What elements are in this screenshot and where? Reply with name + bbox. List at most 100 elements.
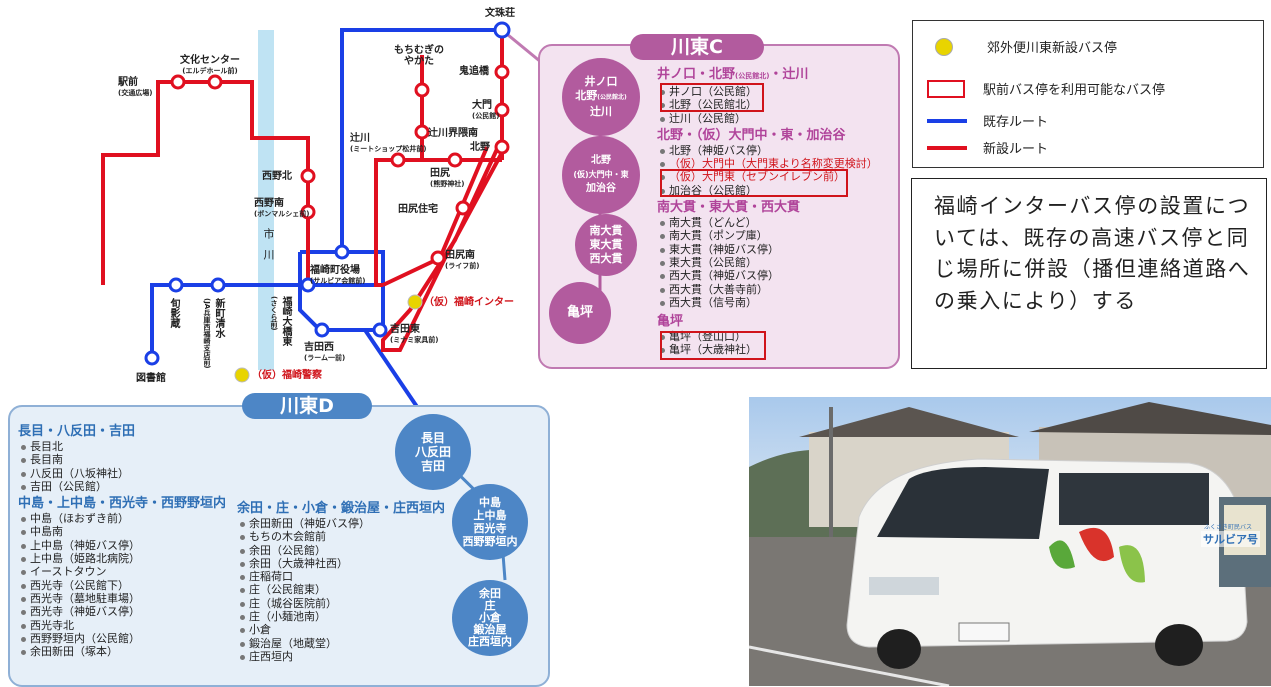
label-tajiri-minami: 田尻南(ライフ前): [445, 250, 479, 272]
list-item: 東大貫（公民館）: [657, 256, 878, 269]
label-yoshidahigashi: 吉田東(ミナミ家具前): [390, 324, 438, 346]
label-yoshidahigashi-main: 吉田東: [390, 324, 420, 335]
label-tajiri-sub: (熊野神社): [430, 180, 465, 188]
label-keisatsu: （仮）福崎警察: [252, 370, 322, 381]
list-item: 吉田（公民館）: [18, 480, 226, 493]
label-daimon-main: 大門: [472, 100, 492, 111]
circle-d2-a: 中島: [479, 496, 501, 509]
stop-marker: [447, 152, 463, 168]
list-item: 西光寺（墓地駐車場）: [18, 592, 226, 605]
red-box-icon: [927, 79, 965, 98]
list-item: 亀坪（登山口）: [657, 330, 878, 343]
stop-marker: [494, 139, 510, 155]
label-ekimae-main: 駅前: [118, 77, 138, 88]
group-c1-heading-tail: ・辻川: [769, 67, 809, 82]
circle-d2-b: 上中島: [473, 509, 507, 522]
list-item: 西大貫（信号南）: [657, 296, 878, 309]
label-yakuba-main: 福崎町役場: [310, 265, 360, 276]
label-fukusaki-ohashi-sub: (さくら前): [270, 296, 278, 331]
legend-new-route: 新設ルート: [927, 138, 1048, 157]
label-kitano: 北野: [470, 142, 490, 153]
highlight-box: [660, 331, 766, 360]
new-stop-marker: [234, 367, 250, 383]
label-yakuba: 福崎町役場(サルビア会館前): [310, 265, 365, 287]
circle-d3: 余田 庄 小倉 鍛治屋 庄西垣内: [452, 580, 528, 656]
river-label: 市川: [262, 228, 275, 270]
bus-photo: ふくさき町民バス サルビア号: [749, 397, 1271, 686]
circle-d1-b: 八反田: [414, 445, 451, 459]
list-item: イーストタウン: [18, 565, 226, 578]
group-c2-heading: 北野・（仮）大門中・東・加治谷: [657, 127, 846, 143]
circle-c4-a: 亀坪: [566, 305, 593, 320]
label-tsujikawa: 辻川(ミートショップ松井前): [350, 133, 426, 155]
list-item: 八反田（八坂神社）: [18, 467, 226, 480]
label-ekimae: 駅前(交通広場): [118, 77, 152, 99]
circle-d3-d: 鍛治屋: [473, 623, 507, 636]
legend-new-stop-label: 郊外便川東新設バス停: [987, 41, 1118, 56]
bus-headlight: [869, 577, 939, 595]
list-item: 西大貫（大善寺前）: [657, 283, 878, 296]
label-yakuba-sub: (サルビア会館前): [310, 277, 366, 285]
stop-marker: [334, 244, 350, 260]
stop-marker: [300, 204, 316, 220]
note-box: 福崎インターバス停の設置については、既存の高速バス停と同じ場所に併設（播但連絡道…: [911, 178, 1267, 369]
circle-d3-e: 庄西垣内: [468, 635, 512, 648]
list-item: 余田新田（神姫バス停）: [237, 517, 445, 530]
group-d2-heading: 中島・上中島・西光寺・西野野垣内: [18, 496, 227, 512]
label-bunka-center: 文化センター(エルデホール前): [180, 55, 240, 77]
list-item: 南大貫（ポンプ庫）: [657, 229, 878, 242]
bus-windshield: [877, 467, 1049, 539]
yellow-dot-icon: [935, 37, 953, 56]
label-tsujikawa-main: 辻川: [350, 133, 370, 144]
list-item: 井ノ口（公民館）: [657, 85, 878, 98]
list-item: 鍛治屋（地蔵堂）: [237, 637, 445, 650]
stop-marker: [170, 74, 186, 90]
circle-c2-b: (仮)大門中・東: [573, 170, 629, 179]
stop-marker: [494, 64, 510, 80]
circle-d1-c: 吉田: [420, 459, 445, 473]
group-d1-heading: 長目・八反田・吉田: [18, 424, 136, 439]
circle-d1-a: 長目: [420, 431, 445, 445]
stop-marker: [314, 322, 330, 338]
bus-rear-wheel: [1155, 624, 1203, 666]
circle-c2-c: 加治谷: [586, 183, 616, 194]
list-item: 余田（公民館）: [237, 544, 445, 557]
bus-plate: [958, 622, 1010, 642]
legend-existing-route-label: 既存ルート: [983, 115, 1049, 130]
label-nishinokita: 西野北: [262, 171, 292, 182]
circle-d3-b: 庄: [484, 599, 496, 612]
bus-front-wheel: [877, 629, 921, 669]
circle-d2-d: 西野野垣内: [462, 535, 518, 548]
label-yoshidanishi-main: 吉田西: [304, 342, 334, 353]
legend: 郊外便川東新設バス停 駅前バス停を利用可能なバス停 既存ルート 新設ルート: [912, 20, 1264, 168]
stop-marker: [168, 277, 184, 293]
legend-station-usable-label: 駅前バス停を利用可能なバス停: [983, 83, 1166, 98]
bus-side-caption: サルビア号: [1201, 531, 1260, 547]
label-bunjuso: 文珠荘: [485, 8, 515, 19]
stop-marker: [455, 200, 471, 216]
bus-decoration: [1049, 540, 1075, 569]
list-item: （仮）大門中（大門東より名称変更検討）: [657, 157, 878, 170]
legend-new-route-label: 新設ルート: [983, 142, 1049, 157]
group-d3-heading: 余田・庄・小倉・鍛治屋・庄西垣内: [237, 501, 446, 516]
label-tajiri-jutaku: 田尻住宅: [398, 204, 438, 215]
bus-decoration: [1119, 545, 1145, 583]
list-item: 加治谷（公民館）: [657, 184, 878, 197]
list-item: 東大貫（神姫バス停）: [657, 243, 878, 256]
panel-d-title: 川東D: [242, 393, 372, 419]
list-item: 西野野垣内（公民館）: [18, 632, 226, 645]
building-right-roof: [1029, 402, 1271, 435]
list-item: 長目北: [18, 440, 226, 453]
stop-marker: [493, 21, 511, 39]
legend-existing-route: 既存ルート: [927, 111, 1048, 130]
label-tajiri: 田尻(熊野神社): [430, 168, 464, 190]
label-fukusaki-ohashi: 福崎大橋東: [280, 296, 291, 346]
circle-c1-a: 井ノ口: [584, 75, 618, 88]
group-c1-heading: 井ノ口・北野(公民館北)・辻川: [657, 66, 878, 85]
stop-marker: [430, 250, 446, 266]
panel-c-title: 川東C: [630, 34, 764, 60]
circle-c3: 南大貫 東大貫 西大貫: [575, 214, 637, 276]
label-mochimugi: もちむぎの やかた: [394, 45, 444, 67]
label-daimon-sub: (公民館): [472, 112, 500, 120]
